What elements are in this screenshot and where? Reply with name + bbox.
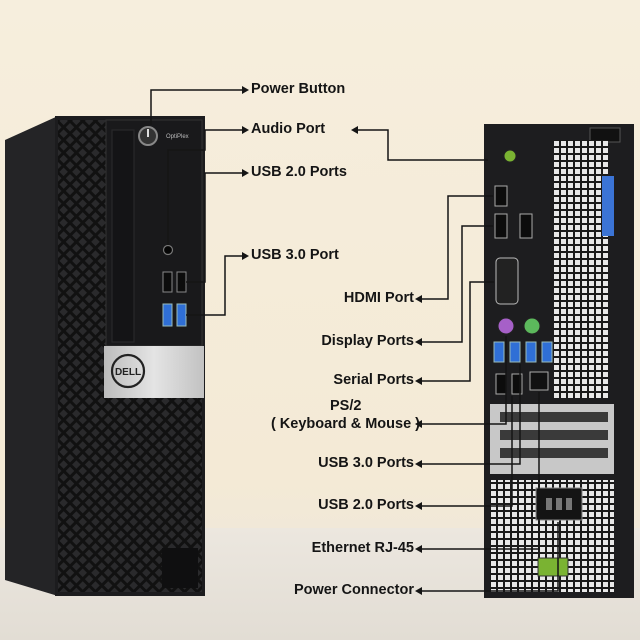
arrow-audio-rear	[351, 126, 358, 134]
power-pin-2	[556, 498, 562, 510]
rear-usb3-port-2	[509, 341, 521, 363]
arrow-usb3-front	[242, 252, 249, 260]
callout-display	[422, 225, 493, 343]
rear-ethernet-port	[529, 371, 549, 391]
front-usb2-port-1	[162, 271, 173, 293]
rear-usb3-port-1	[493, 341, 505, 363]
callout-usb3-rear	[422, 364, 521, 465]
front-usb2-port-2	[176, 271, 187, 293]
callout-serial	[422, 281, 494, 382]
dell-logo-text: DELL	[115, 367, 141, 378]
arrow-power-connector	[415, 587, 422, 595]
expansion-slot-1	[500, 412, 608, 422]
callout-usb2-rear	[422, 396, 513, 507]
arrow-audio-port	[242, 126, 249, 134]
callout-hdmi	[422, 195, 493, 300]
arrow-ethernet	[415, 545, 422, 553]
arrow-usb2-rear	[415, 502, 422, 510]
label-usb3-ports-rear: USB 3.0 Ports	[318, 455, 414, 471]
arrow-power-button	[242, 86, 249, 94]
callout-power-connector	[422, 522, 559, 592]
callout-arrowheads	[242, 86, 422, 595]
rear-usb2-port-2	[511, 373, 523, 395]
rear-vent-grill	[554, 140, 608, 398]
model-text: OptiPlex	[166, 134, 189, 140]
arrow-usb2-front	[242, 169, 249, 177]
callout-audio-port	[167, 129, 242, 245]
arrow-ps2	[415, 420, 422, 428]
arrow-display	[415, 338, 422, 346]
callout-usb3-front	[186, 255, 242, 316]
label-audio-port: Audio Port	[251, 121, 326, 137]
callout-usb2-front	[186, 172, 242, 283]
front-usb3-port-1	[162, 303, 173, 327]
expansion-slot-3	[500, 448, 608, 458]
rear-usb2-port-1	[495, 373, 507, 395]
label-power-connector: Power Connector	[293, 582, 414, 598]
rear-displayport-2	[519, 213, 533, 239]
callout-ethernet	[422, 392, 540, 550]
expansion-slot-2	[500, 430, 608, 440]
label-hdmi-port: HDMI Port	[343, 290, 414, 306]
label-usb3-port-front: USB 3.0 Port	[251, 247, 339, 263]
rear-blue-tab	[602, 176, 614, 236]
arrow-hdmi	[415, 295, 422, 303]
front-tower: OptiPlex DELL	[5, 116, 205, 596]
power-pin-1	[546, 498, 552, 510]
rear-serial-port	[495, 257, 519, 305]
callout-power-button	[150, 89, 242, 125]
rear-displayport-1	[494, 213, 508, 239]
front-silver-band	[104, 346, 204, 398]
arrow-serial	[415, 377, 422, 385]
front-usb3-port-2	[176, 303, 187, 327]
rear-ps2-mouse	[523, 317, 541, 335]
callout-ps2	[422, 336, 507, 425]
front-audio-jack	[162, 244, 174, 256]
rear-latch	[589, 127, 621, 143]
optical-bay	[111, 129, 135, 343]
callout-lines	[150, 89, 559, 592]
tower-foot	[162, 548, 198, 588]
label-usb2-ports-rear: USB 2.0 Ports	[318, 497, 414, 513]
tower-side-panel	[5, 116, 58, 596]
rear-tower	[484, 124, 634, 598]
label-ps2-line2: ( Keyboard & Mouse )	[270, 416, 420, 432]
label-serial-ports: Serial Ports	[333, 372, 414, 388]
rear-ps2-keyboard	[497, 317, 515, 335]
label-ps2-line1: PS/2	[330, 398, 362, 414]
rear-audio-jack	[503, 149, 517, 163]
rear-usb3-port-4	[541, 341, 553, 363]
power-pin-3	[566, 498, 572, 510]
label-display-ports: Display Ports	[321, 333, 414, 349]
psu-indicator	[537, 557, 569, 577]
rear-hdmi-port	[494, 185, 508, 207]
front-mesh-left	[58, 120, 106, 592]
dell-logo-ring	[110, 353, 146, 389]
arrow-usb3-rear	[415, 460, 422, 468]
callout-audio-rear	[358, 129, 488, 161]
rear-usb3-port-3	[525, 341, 537, 363]
label-power-button: Power Button	[251, 81, 346, 97]
label-usb2-ports-front: USB 2.0 Ports	[251, 164, 347, 180]
label-ethernet: Ethernet RJ-45	[311, 540, 414, 556]
